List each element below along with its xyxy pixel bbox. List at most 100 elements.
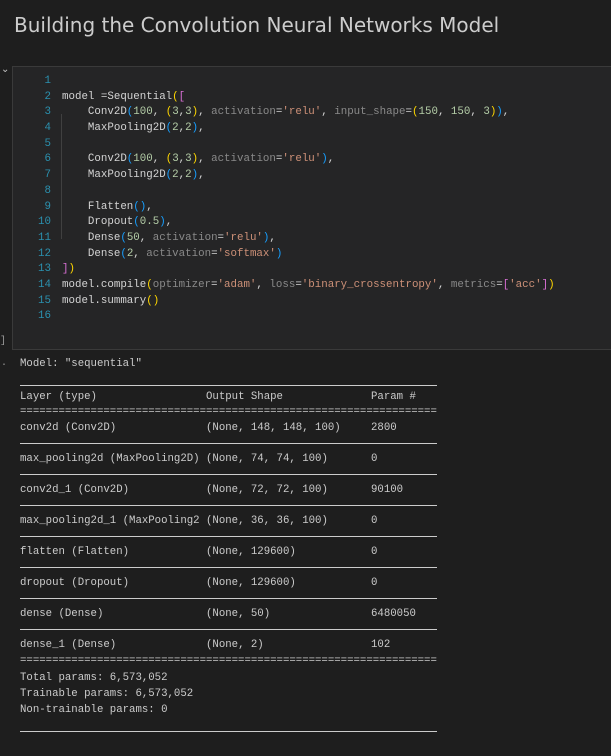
cell-shape: (None, 72, 72, 100): [206, 484, 328, 496]
cell-params: 0: [371, 515, 378, 527]
line-number: 15: [38, 294, 51, 307]
code-token: =: [275, 106, 283, 119]
table-row: max_pooling2d (MaxPooling2D)(None, 74, 7…: [20, 453, 440, 466]
code-token: ,: [146, 200, 153, 213]
code-token: model =Sequential: [62, 90, 173, 103]
code-token: (: [133, 216, 140, 229]
code-line[interactable]: 10 Dropout(0.5),: [13, 215, 555, 231]
code-line[interactable]: 4 MaxPooling2D(2,2),: [13, 121, 555, 137]
code-line[interactable]: 16: [13, 309, 555, 325]
code-token: ,: [327, 153, 335, 166]
code-token: =: [405, 106, 412, 119]
separator: [20, 474, 437, 475]
code-token: ): [68, 263, 75, 276]
chevron-down-icon[interactable]: ⌄: [1, 64, 10, 75]
model-summary-output: Model: "sequential" Layer (type) Output …: [20, 358, 440, 732]
line-number: 2: [44, 90, 51, 103]
code-token: activation: [146, 247, 212, 260]
code-token: =: [496, 278, 503, 291]
table-row: conv2d (Conv2D)(None, 148, 148, 100)2800: [20, 422, 440, 435]
code-token: ,: [152, 153, 166, 166]
line-number: 5: [44, 137, 51, 150]
cell-params: 0: [371, 577, 378, 589]
cell-params: 6480050: [371, 608, 416, 620]
trainable-params: Trainable params: 6,573,052: [20, 688, 194, 700]
code-token: ,: [198, 153, 212, 166]
code-line[interactable]: 6 Conv2D(100, (3,3), activation='relu'),: [13, 152, 555, 168]
code-line[interactable]: 9 Flatten(),: [13, 200, 555, 216]
code-token: 50: [126, 231, 140, 244]
code-line[interactable]: 3 Conv2D(100, (3,3), activation='relu', …: [13, 105, 555, 121]
cell-shape: (None, 129600): [206, 546, 296, 558]
code-token: loss: [269, 278, 296, 291]
code-token: (: [120, 247, 127, 260]
code-text: Flatten(),: [62, 200, 153, 216]
code-token: 100: [133, 106, 153, 119]
code-line[interactable]: 12 Dense(2, activation='softmax'): [13, 247, 555, 263]
code-token: 'relu': [282, 106, 322, 119]
code-token: metrics: [450, 278, 497, 291]
code-token: =: [295, 278, 302, 291]
code-line[interactable]: 1: [13, 74, 555, 90]
code-token: ): [262, 231, 270, 244]
code-token: ,: [198, 106, 212, 119]
code-line[interactable]: 11 Dense(50, activation='relu'),: [13, 231, 555, 247]
code-token: 0.5: [139, 216, 160, 229]
code-token: input_shape: [334, 106, 406, 119]
code-token: [: [502, 278, 510, 291]
code-token: ,: [198, 169, 205, 182]
code-text: Conv2D(100, (3,3), activation='relu'),: [62, 152, 334, 168]
code-token: 'softmax': [217, 247, 276, 260]
total-params: Total params: 6,573,052: [20, 672, 168, 684]
code-line[interactable]: 7 MaxPooling2D(2,2),: [13, 168, 555, 184]
code-token: (): [133, 200, 147, 213]
code-token: 150: [450, 106, 471, 119]
separator: [20, 731, 437, 732]
code-token: ,: [437, 106, 451, 119]
code-token: ,: [198, 122, 205, 135]
code-token: 100: [133, 153, 153, 166]
code-token: activation: [211, 153, 276, 166]
code-token: ): [159, 216, 166, 229]
cell-shape: (None, 36, 36, 100): [206, 515, 328, 527]
code-line[interactable]: 5: [13, 137, 555, 153]
line-number: 16: [38, 310, 51, 323]
code-token: 3: [483, 106, 490, 119]
page-title: Building the Convolution Neural Networks…: [14, 13, 500, 37]
code-token: model.compile: [62, 278, 147, 291]
code-token: optimizer: [152, 278, 212, 291]
code-token: ,: [178, 169, 186, 182]
code-token: 'relu': [224, 231, 263, 244]
table-row: conv2d_1 (Conv2D)(None, 72, 72, 100)9010…: [20, 484, 440, 497]
table-row: flatten (Flatten)(None, 129600)0: [20, 546, 440, 559]
code-token: (: [120, 231, 127, 244]
code-token: (: [126, 153, 134, 166]
line-number: 4: [44, 122, 51, 135]
indent-guide: [61, 114, 62, 239]
execution-count: ]: [0, 336, 7, 347]
code-token: ): [548, 278, 555, 291]
line-number: 7: [44, 169, 51, 182]
separator: [20, 443, 437, 444]
code-token: Conv2D: [62, 153, 127, 166]
line-number: 12: [38, 247, 51, 260]
code-line[interactable]: 13]): [13, 262, 555, 278]
code-token: ): [191, 106, 199, 119]
code-token: ): [275, 247, 283, 260]
code-line[interactable]: 8: [13, 184, 555, 200]
code-text: ]): [62, 262, 75, 278]
cell-layer: flatten (Flatten): [20, 546, 130, 558]
code-token: ,: [139, 231, 153, 244]
code-token: ,: [178, 106, 186, 119]
code-token: 2: [126, 247, 134, 260]
code-token: ): [496, 106, 503, 119]
code-token: 'binary_crossentropy': [301, 278, 438, 291]
code-token: activation: [152, 231, 218, 244]
code-text: Dense(50, activation='relu'),: [62, 231, 276, 247]
separator: [20, 536, 437, 537]
